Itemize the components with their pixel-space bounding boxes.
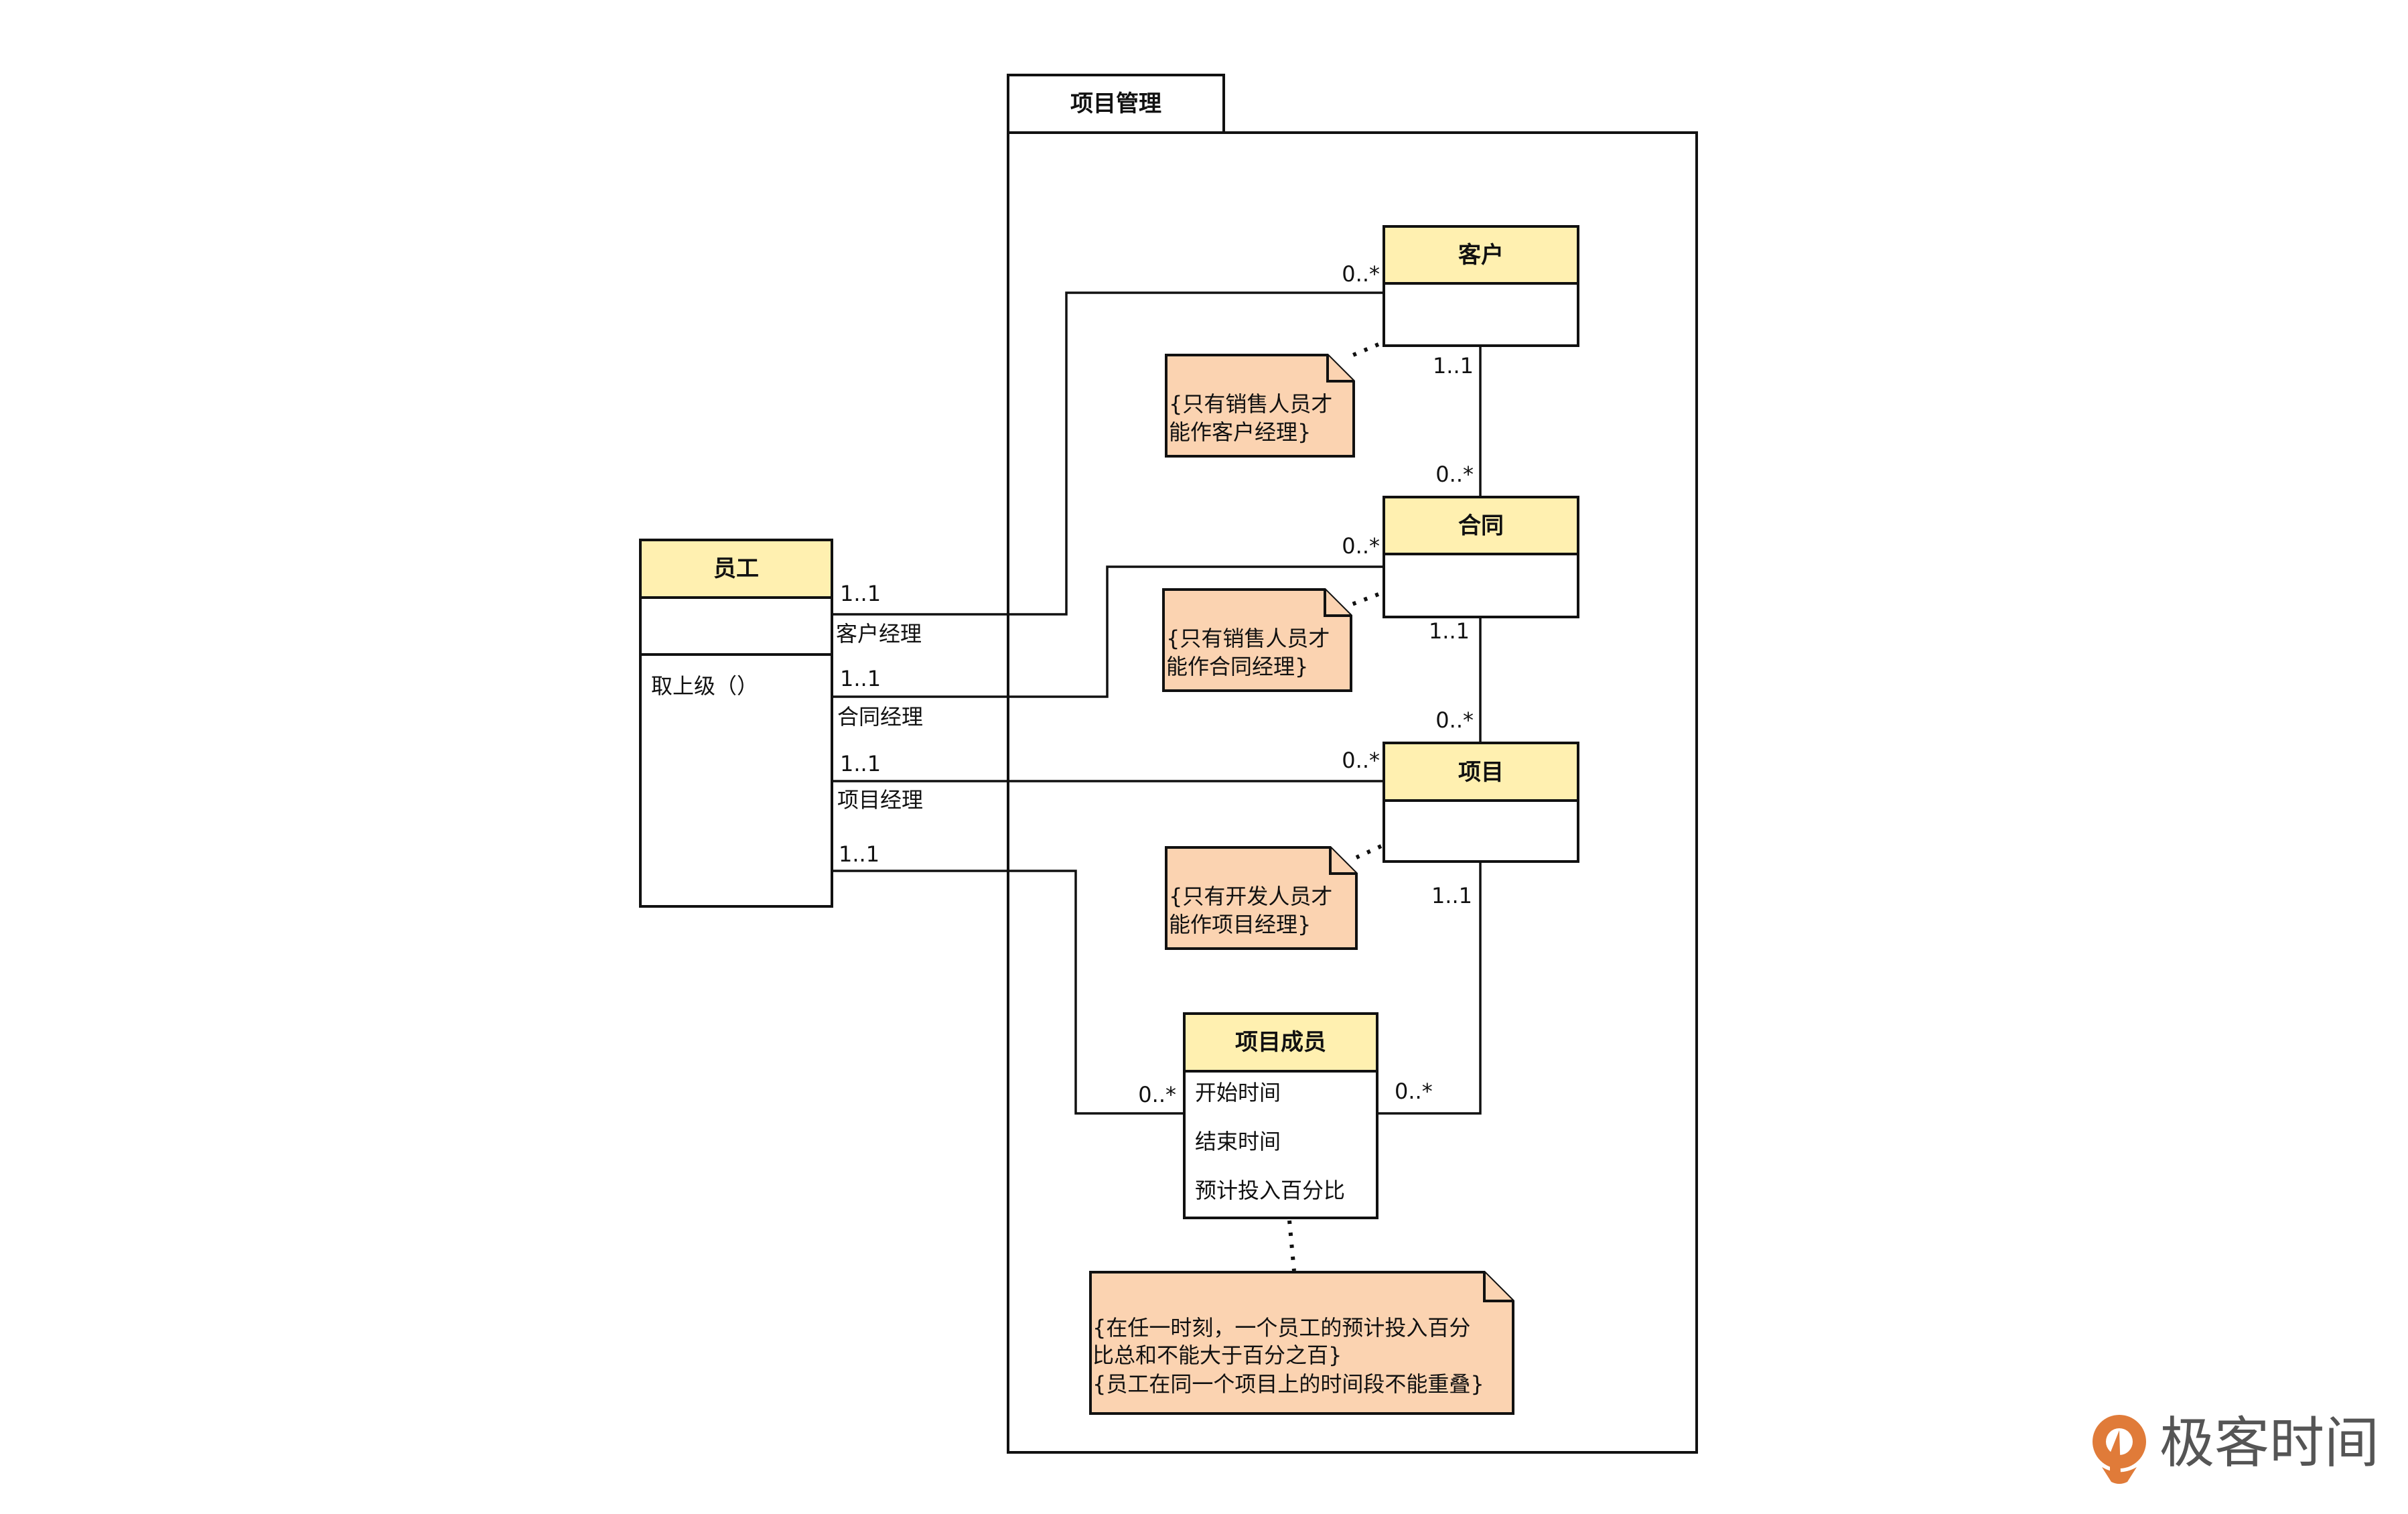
note-fold: [1483, 1272, 1513, 1302]
note-member: {在任一时刻，一个员工的预计投入百分 比总和不能大于百分之百} {员工在同一个项…: [1089, 1271, 1514, 1415]
note-anchors: [1287, 342, 1383, 1271]
note-line: 比总和不能大于百分之百}: [1092, 1343, 1342, 1368]
note-line: 能作项目经理}: [1169, 912, 1311, 937]
role-customer-manager: 客户经理: [836, 621, 922, 646]
mult-project-member-top: 1..1: [1431, 883, 1472, 908]
class-attributes: [639, 596, 833, 656]
note-shape: [1089, 1271, 1514, 1415]
class-customer[interactable]: 客户: [1383, 225, 1579, 347]
package-project-management: 项目管理: [1007, 74, 1698, 1454]
role-contract-manager: 合同经理: [837, 704, 923, 730]
class-attributes: [1383, 799, 1579, 863]
class-attributes: [1383, 282, 1579, 347]
attribute-percentage: 预计投入百分比: [1195, 1178, 1345, 1203]
mult-member-employee: 0..*: [1138, 1082, 1176, 1107]
class-name: 员工: [713, 555, 759, 582]
mult-employee-contract: 1..1: [840, 666, 881, 691]
attribute-start-time: 开始时间: [1195, 1080, 1281, 1105]
class-header: [1383, 496, 1579, 555]
note-contract: {只有销售人员才 能作合同经理}: [1162, 588, 1352, 692]
class-contract[interactable]: 合同: [1383, 496, 1579, 618]
operation: 取上级（）: [651, 673, 758, 699]
class-header: [1383, 742, 1579, 802]
mult-contract-project-top: 1..1: [1429, 618, 1470, 644]
note-fold: [1329, 847, 1356, 875]
mult-customer-contract-top: 1..1: [1433, 353, 1474, 378]
note-line: {只有销售人员才: [1166, 626, 1330, 651]
class-project-member[interactable]: 项目成员 开始时间 结束时间 预计投入百分比: [1183, 1012, 1378, 1219]
note-line: 能作客户经理}: [1169, 419, 1311, 445]
class-employee[interactable]: 员工 取上级（）: [639, 539, 833, 908]
attribute-end-time: 结束时间: [1195, 1129, 1281, 1154]
associations: [832, 291, 1482, 1115]
class-name: 项目: [1458, 759, 1504, 786]
note-anchor-customer: [1352, 342, 1380, 357]
note-anchor-member: [1287, 1220, 1296, 1271]
note-shape: [1165, 354, 1355, 458]
class-project[interactable]: 项目: [1383, 742, 1579, 863]
note-line: 能作合同经理}: [1166, 654, 1308, 679]
class-operations: [639, 653, 833, 908]
note-fold: [1324, 590, 1351, 617]
class-attributes: [1383, 553, 1579, 618]
package-body: [1007, 131, 1698, 1454]
note-shape: [1165, 846, 1358, 950]
class-name: 客户: [1458, 242, 1504, 269]
role-project-manager: 项目经理: [837, 787, 923, 813]
mult-contract-project-bottom: 0..*: [1435, 707, 1474, 733]
class-header: [1383, 225, 1579, 285]
mult-project: 0..*: [1342, 748, 1380, 773]
mult-employee-project: 1..1: [840, 751, 881, 776]
assoc-employee-member: [832, 870, 1184, 1115]
note-anchor-contract: [1349, 592, 1380, 607]
package-name: 项目管理: [1070, 90, 1161, 117]
logo-text: 极客时间: [2159, 1412, 2379, 1475]
mult-employee-member: 1..1: [839, 841, 879, 867]
geektime-logo-icon: [2093, 1415, 2146, 1484]
mult-employee-customer: 1..1: [840, 581, 881, 606]
mult-customer: 0..*: [1342, 261, 1380, 287]
geektime-logo: 极客时间: [2093, 1412, 2379, 1484]
assoc-customer-manager: [832, 291, 1384, 616]
mult-project-member-bottom: 0..*: [1395, 1079, 1433, 1104]
mult-customer-contract-bottom: 0..*: [1435, 462, 1474, 487]
note-line: {只有销售人员才: [1169, 391, 1332, 417]
note-project: {只有开发人员才 能作项目经理}: [1165, 846, 1358, 950]
note-shape: [1162, 588, 1352, 692]
mult-contract: 0..*: [1342, 533, 1380, 559]
note-line: {只有开发人员才: [1169, 884, 1332, 909]
labels: 1..1 客户经理 0..* 1..1 合同经理 0..* 1..1 项目经理 …: [836, 261, 1474, 1107]
assoc-contract-manager: [832, 565, 1384, 698]
class-name: 项目成员: [1235, 1029, 1326, 1056]
assoc-project-member: [1377, 862, 1482, 1115]
note-anchor-project: [1355, 844, 1383, 859]
note-line: {在任一时刻，一个员工的预计投入百分: [1092, 1315, 1470, 1340]
package-tab: [1007, 74, 1225, 134]
class-header: [1183, 1012, 1378, 1073]
class-name: 合同: [1458, 512, 1504, 539]
note-line: {员工在同一个项目上的时间段不能重叠}: [1092, 1371, 1484, 1397]
class-attributes: [1183, 1070, 1378, 1219]
note-customer: {只有销售人员才 能作客户经理}: [1165, 354, 1355, 458]
note-fold: [1326, 355, 1354, 383]
